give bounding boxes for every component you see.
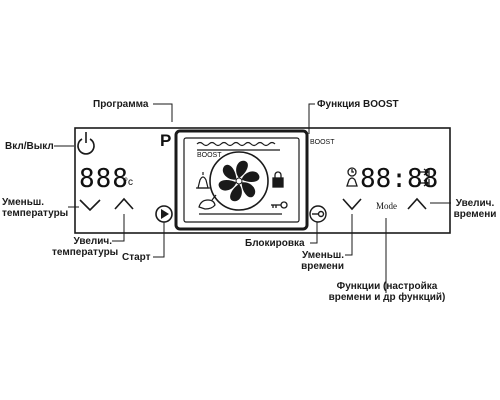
boost-text-display: BOOST [197,152,222,159]
label-time-down: Уменьш. времени [301,250,344,272]
label-program: Программа [93,99,149,110]
label-boost-function: Функция BOOST [317,99,399,110]
temp-up-chevron-icon [114,197,134,210]
temperature-digits: 888 [79,164,129,194]
temperature-unit: °c [124,177,133,188]
label-time-up: Увелич. времени [453,198,497,220]
label-lock: Блокировка [245,238,305,249]
fan-ring [209,151,269,211]
lock-button-icon [309,205,327,223]
time-arrows-icon [418,168,430,187]
time-digits: 88:88 [360,164,439,194]
program-letter: P [160,131,172,150]
leader-lines [54,103,451,293]
fan-icon [218,160,260,202]
center-display [174,129,309,231]
label-on-off: Вкл/Выкл [5,141,54,152]
temp-down-chevron-icon [79,199,101,212]
boost-button-label: BOOST [310,139,335,146]
time-up-chevron-icon [407,197,427,210]
label-temp-down: Уменьш. температуры [2,197,69,219]
label-start: Старт [122,252,151,263]
padlock-icon [272,171,284,188]
key-icon [271,201,288,209]
roast-icon [198,194,217,210]
time-down-chevron-icon [342,198,362,211]
start-button-icon [155,205,173,223]
panel-outline [74,127,451,234]
mode-button-label: Mode [376,201,397,211]
label-temp-up: Увелич. температуры [52,236,119,258]
bell-icon [196,172,210,189]
label-functions: Функции (настройка времени и др функций) [328,281,446,303]
time-bell-icon [346,177,358,187]
top-heat-icon [196,141,276,147]
clock-icon [347,167,357,177]
power-icon [77,132,95,155]
